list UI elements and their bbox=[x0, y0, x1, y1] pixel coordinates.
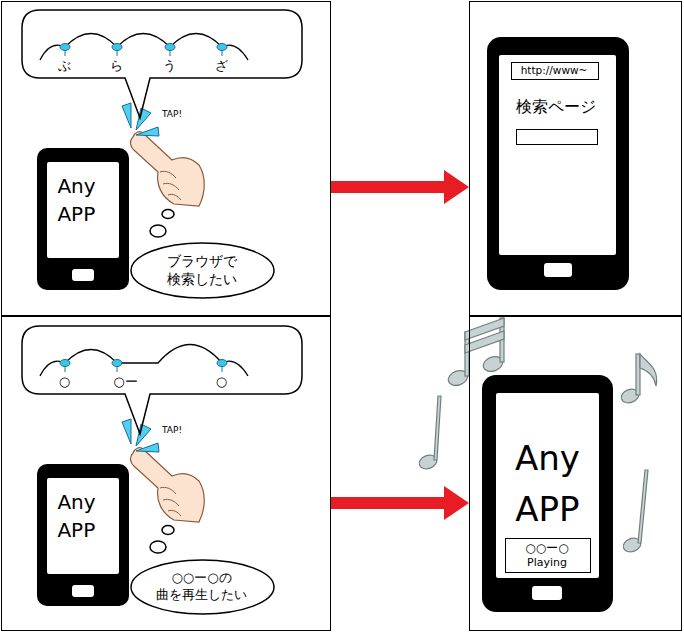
tapping-hand bbox=[131, 132, 205, 206]
sound-arcs bbox=[40, 34, 248, 61]
speech-bubble: ○ ○ー ○ bbox=[22, 326, 302, 394]
home-button bbox=[544, 263, 572, 277]
spoken-syllable: ○ bbox=[216, 374, 227, 390]
syllable-dots bbox=[60, 44, 227, 57]
bubble-outline bbox=[22, 10, 302, 118]
comic-panel: 検索ページ http://www~ bbox=[469, 1, 682, 316]
smartphone: Any APP bbox=[37, 148, 129, 290]
comic-panel: ○ ○ー ○ Any APP ○○ー○の 曲を再生したい bbox=[1, 316, 331, 631]
flow-arrow bbox=[331, 486, 469, 520]
flow-arrow bbox=[331, 170, 469, 204]
spoken-syllable: ○ー bbox=[113, 374, 137, 390]
smartphone: Any APP bbox=[37, 464, 129, 606]
tap-label: TAP! bbox=[162, 426, 182, 436]
spoken-syllable: ら bbox=[110, 58, 123, 74]
phone-screen bbox=[499, 55, 616, 255]
home-button bbox=[72, 269, 94, 281]
thought-text: ○○ー○の 曲を再生したい bbox=[156, 570, 247, 604]
thought-bubble: ブラウザで 検索したい bbox=[130, 242, 275, 299]
bubble-outline bbox=[22, 326, 302, 434]
tap-marks bbox=[122, 419, 159, 452]
spoken-syllable: ざ bbox=[215, 58, 228, 74]
now-playing-box: ○○ー○Playing bbox=[505, 538, 591, 573]
now-playing-text: ○○ー○ bbox=[525, 541, 568, 555]
thought-outline bbox=[131, 243, 274, 298]
comic-panel: ぶ ら う ざ Any APP ブラウザで 検索したい bbox=[1, 1, 331, 316]
app-name: Any APP bbox=[515, 433, 580, 535]
spoken-syllable: う bbox=[163, 58, 176, 74]
app-name: Any APP bbox=[57, 488, 95, 544]
address-bar: http://www~ bbox=[511, 62, 599, 81]
spoken-syllable: ぶ bbox=[58, 58, 71, 74]
home-button bbox=[72, 585, 94, 597]
search-input bbox=[516, 129, 598, 145]
tap-marks bbox=[122, 103, 159, 136]
speech-bubble: ぶらうざ bbox=[22, 10, 302, 78]
tap-label: TAP! bbox=[162, 110, 182, 120]
syllable-dots bbox=[60, 360, 227, 373]
thought-outline bbox=[130, 242, 275, 299]
comic-panel: Any APP○○ー○Playing bbox=[469, 316, 682, 631]
url-text: http://www~ bbox=[521, 64, 588, 77]
thought-outline bbox=[131, 560, 274, 614]
smartphone: 検索ページ http://www~ bbox=[487, 37, 629, 290]
thought-text: ブラウザで 検索したい bbox=[167, 252, 237, 288]
thought-bubble: ○○ー○の 曲を再生したい bbox=[130, 559, 275, 615]
now-playing-text: Playing bbox=[527, 556, 567, 569]
tapping-hand bbox=[131, 448, 205, 522]
smartphone: Any APP○○ー○Playing bbox=[482, 375, 613, 612]
sound-arcs bbox=[40, 345, 248, 377]
spoken-syllable: ○ bbox=[59, 374, 70, 390]
page-title: 検索ページ bbox=[516, 97, 596, 116]
app-name: Any APP bbox=[57, 172, 95, 228]
home-button bbox=[532, 586, 562, 600]
